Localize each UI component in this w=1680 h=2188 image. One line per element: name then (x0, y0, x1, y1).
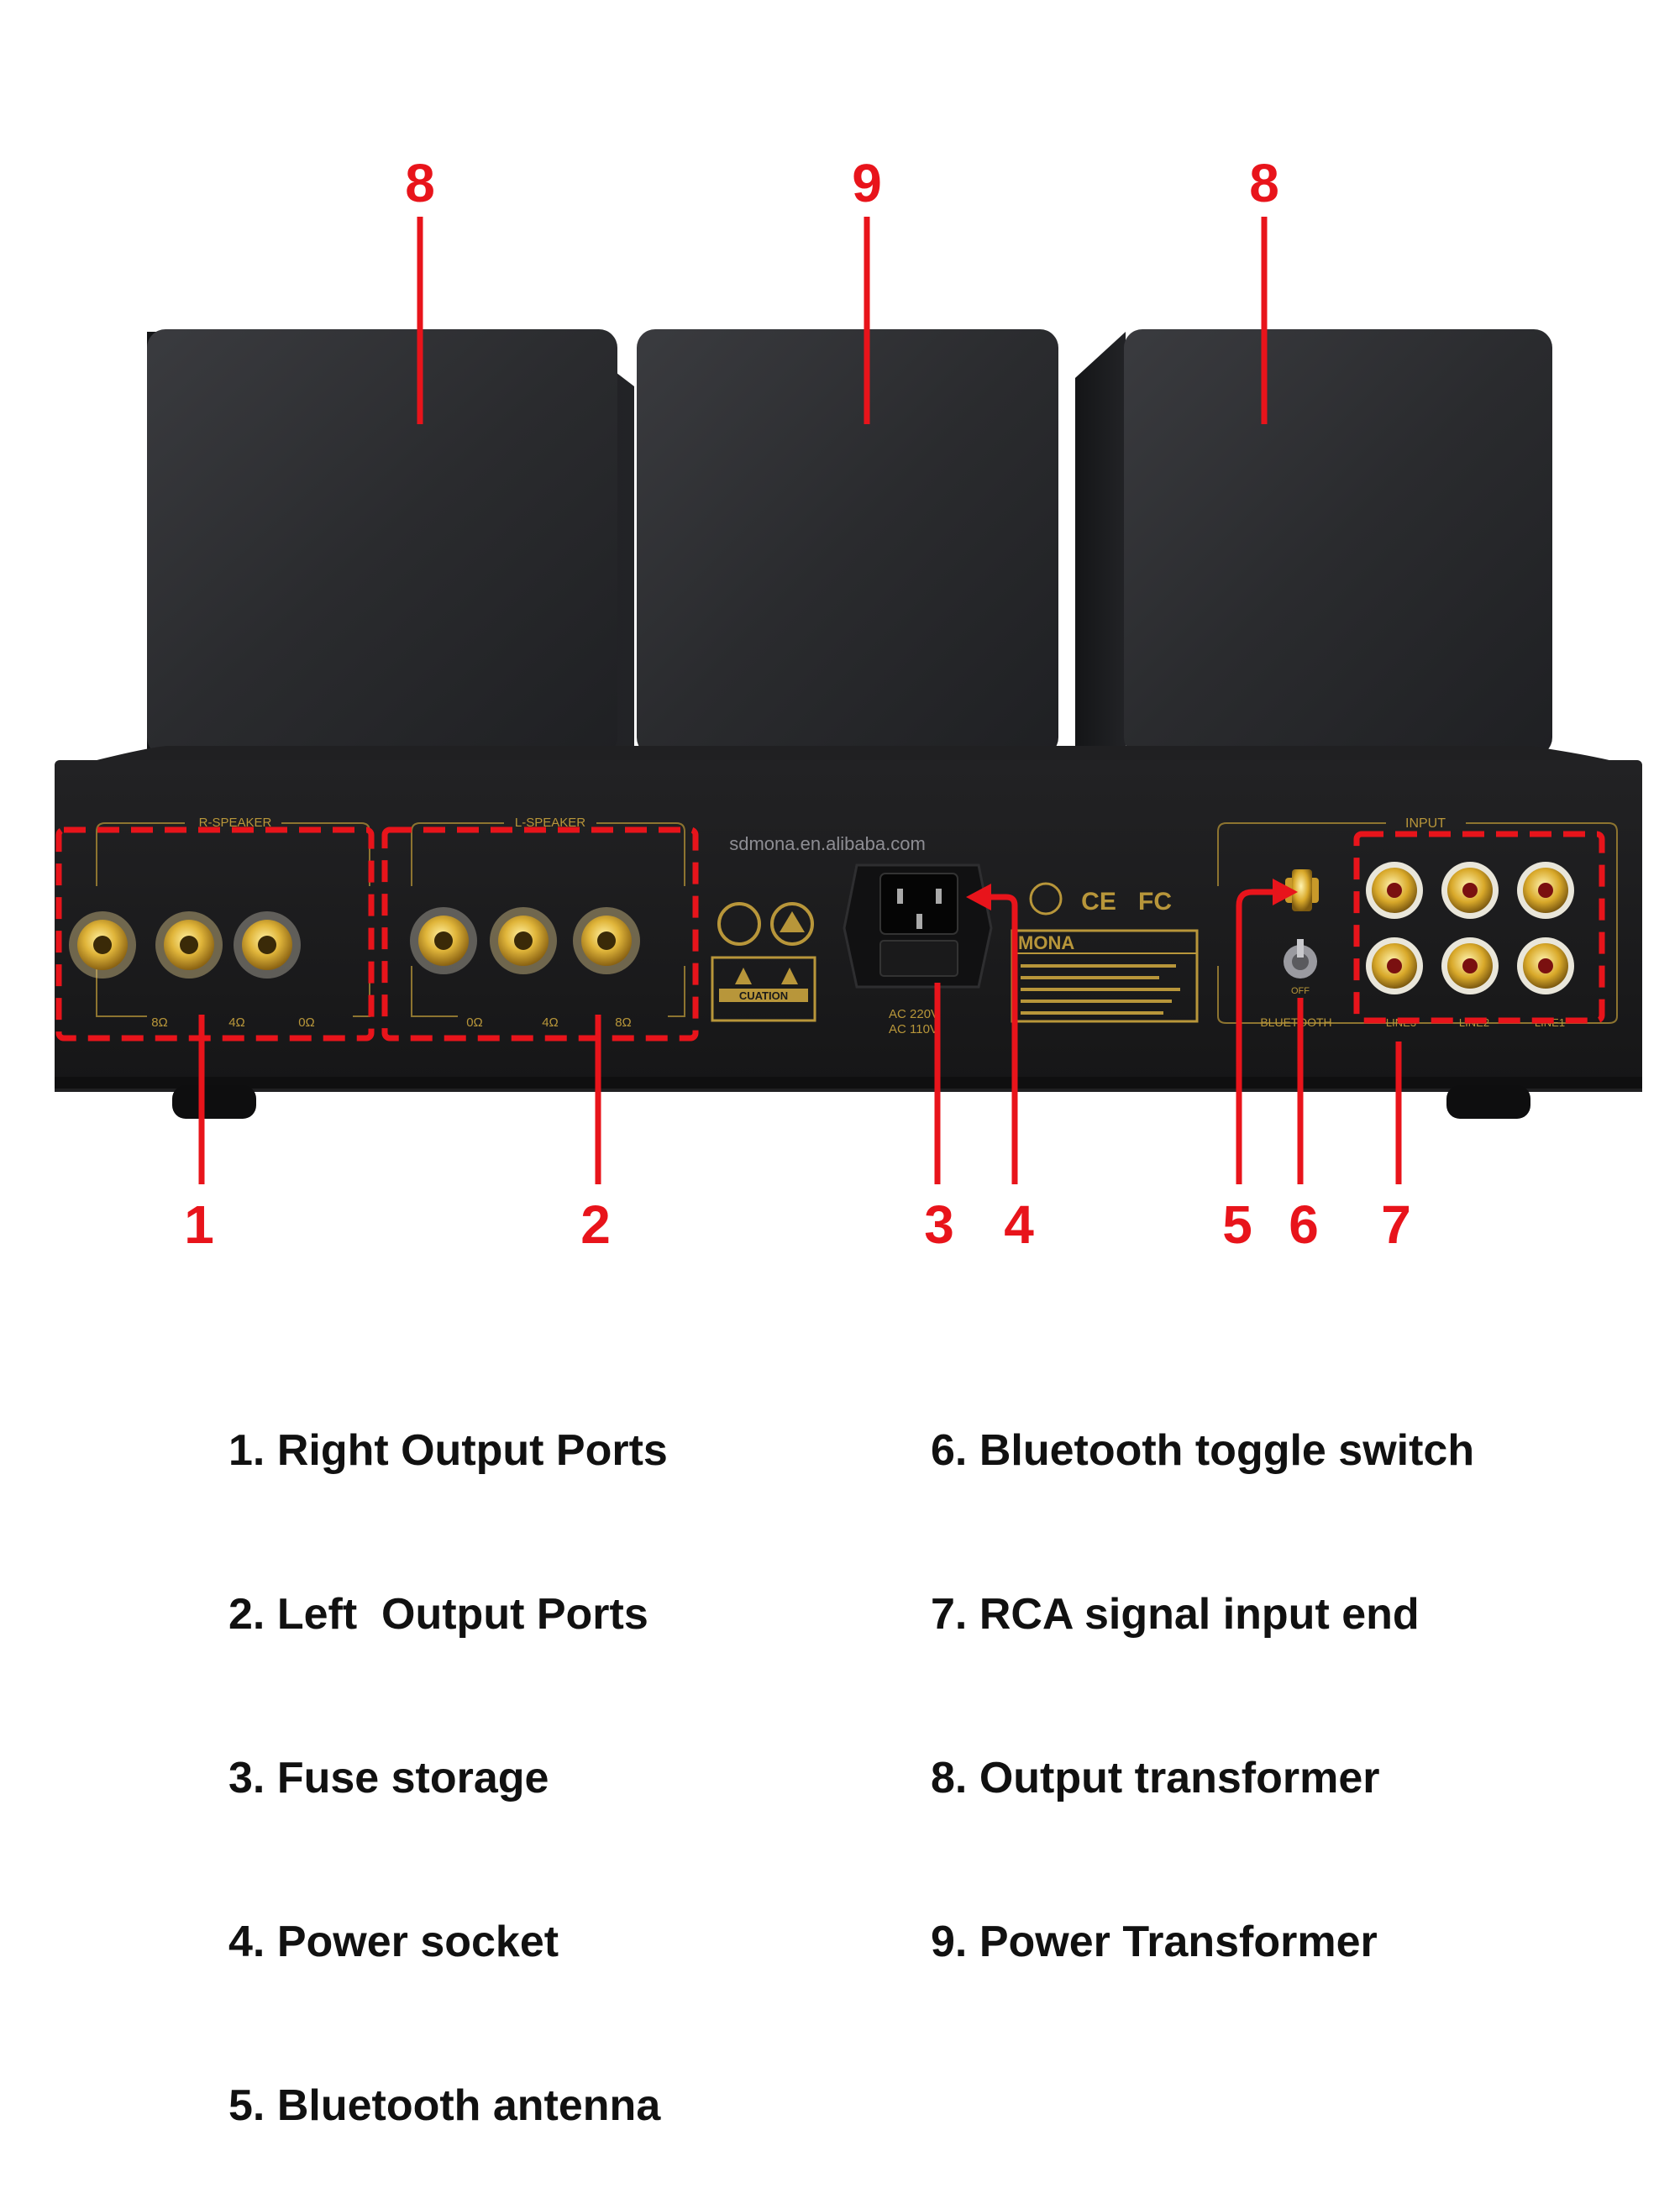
callout-7: 7 (1381, 1194, 1411, 1255)
input-label: INPUT (1405, 816, 1446, 831)
output-transformer-left (147, 329, 634, 756)
r-speaker-panel: R-SPEAKER (96, 816, 370, 1017)
ce-mark: CE (1081, 888, 1116, 916)
legend-item-8: 8. Output transformer (931, 1754, 1380, 1802)
callout-6: 6 (1289, 1194, 1319, 1255)
watermark: sdmona.en.alibaba.com (729, 833, 926, 854)
power-transformer (637, 329, 1058, 756)
callout-9: 9 (852, 153, 882, 213)
arrowhead-5 (1273, 879, 1298, 905)
legend-right: 6. Bluetooth toggle switch 7. RCA signal… (931, 1314, 1474, 2024)
l-imp-8: 8Ω (615, 1015, 632, 1030)
bluetooth-toggle (1284, 939, 1317, 979)
r-speaker-label: R-SPEAKER (199, 816, 272, 830)
highlight-left-output (381, 826, 699, 1042)
spec-plate: MONA (1011, 929, 1199, 1023)
output-transformer-right (1075, 329, 1552, 756)
callout-5: 5 (1222, 1194, 1252, 1255)
legend-item-1: 1. Right Output Ports (228, 1426, 668, 1475)
off-label: OFF (1291, 986, 1310, 996)
foot-right (1446, 1085, 1530, 1119)
rca-jacks (1366, 862, 1574, 994)
callout-8-right: 8 (1249, 153, 1279, 213)
left-binding-posts (410, 907, 640, 974)
l-speaker-panel: L-SPEAKER (411, 816, 685, 1017)
l-imp-4: 4Ω (542, 1015, 559, 1030)
safety-icons (717, 902, 814, 946)
callout-3: 3 (924, 1194, 954, 1255)
highlight-right-output (55, 826, 375, 1042)
r-imp-0: 0Ω (298, 1015, 315, 1030)
legend-item-3: 3. Fuse storage (228, 1754, 549, 1802)
legend-item-9: 9. Power Transformer (931, 1918, 1378, 1966)
legend-item-4: 4. Power socket (228, 1918, 559, 1966)
callout-2: 2 (580, 1194, 611, 1255)
bluetooth-label: BLUETOOTH (1260, 1015, 1331, 1029)
r-imp-8: 8Ω (151, 1015, 168, 1030)
legend-item-7: 7. RCA signal input end (931, 1590, 1420, 1639)
right-binding-posts (69, 911, 301, 979)
arrowhead-4 (966, 884, 991, 910)
fc-mark: FC (1138, 888, 1172, 916)
power-socket (843, 863, 993, 989)
r-imp-4: 4Ω (228, 1015, 245, 1030)
brand-mark: MONA (1018, 932, 1074, 953)
l-speaker-label: L-SPEAKER (515, 816, 585, 830)
leader-5 (1236, 889, 1277, 1184)
foot-left (172, 1085, 256, 1119)
ac220-label: AC 220V (889, 1007, 939, 1021)
leader-4 (987, 894, 1018, 1184)
ac110-label: AC 110V (889, 1022, 938, 1036)
legend-left: 1. Right Output Ports 2. Left Output Por… (228, 1314, 668, 2188)
callout-1: 1 (184, 1194, 214, 1255)
legend-item-6: 6. Bluetooth toggle switch (931, 1426, 1475, 1475)
caution-label: CUATION (711, 956, 816, 1022)
legend-item-5: 5. Bluetooth antenna (228, 2081, 661, 2130)
caution-text: CUATION (739, 989, 788, 1002)
amplifier-diagram: R-SPEAKER L-SPEAKER INPUT BLUETOOTH LINE… (55, 153, 1642, 1255)
cert-marks: CE FC (1029, 882, 1172, 916)
legend-item-2: 2. Left Output Ports (228, 1590, 648, 1639)
bluetooth-antenna (1285, 869, 1319, 911)
l-imp-0: 0Ω (466, 1015, 483, 1030)
callout-4: 4 (1004, 1194, 1034, 1255)
highlight-rca-inputs (1353, 831, 1605, 1024)
highlight-boxes (55, 826, 1605, 1042)
callout-8-left: 8 (405, 153, 435, 213)
callout-lines (198, 217, 1402, 1184)
